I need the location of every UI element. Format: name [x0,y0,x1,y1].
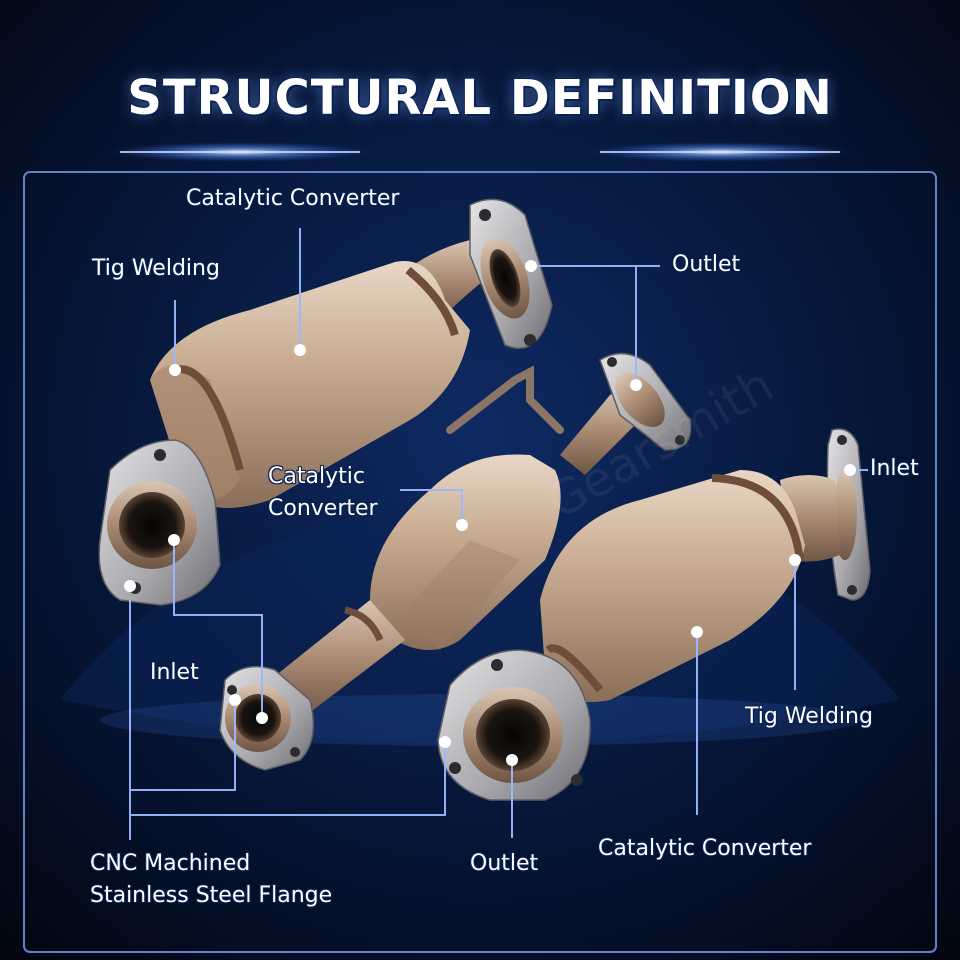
label-inlet-right: Inlet [870,456,919,481]
label-cnc-line2: Stainless Steel Flange [90,883,333,908]
label-inlet-left: Inlet [150,660,199,685]
label-cnc-line1: CNC Machined [90,851,251,876]
right-converter-graphic [437,428,871,801]
label-outlet-top: Outlet [672,252,741,277]
left-converter-graphic [98,198,553,606]
label-catalytic-converter-middle-line2: Converter [268,496,378,521]
label-catalytic-converter-bottom: Catalytic Converter [598,836,812,861]
label-cnc-machined-flange: CNC Machined Stainless Steel Flange [90,848,332,912]
label-catalytic-converter-middle-line1: Catalytic [268,464,365,489]
page-title: STRUCTURAL DEFINITION [127,70,833,126]
label-tig-welding-right: Tig Welding [745,704,873,729]
label-catalytic-converter-top: Catalytic Converter [186,186,400,211]
label-outlet-bottom: Outlet [470,851,539,876]
label-tig-welding-left: Tig Welding [92,256,220,281]
label-catalytic-converter-middle: Catalytic Converter [268,461,378,525]
